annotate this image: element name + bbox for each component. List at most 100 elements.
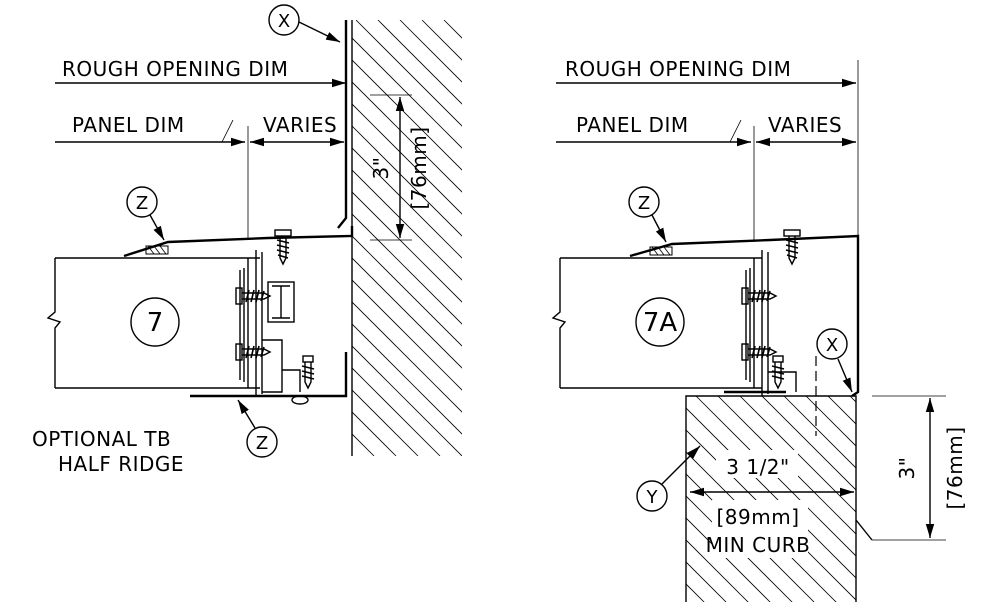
hatch-line: [739, 396, 856, 513]
hatch-line: [717, 396, 856, 535]
right-dim-imperial: 3": [895, 457, 919, 480]
hatch-line: [686, 495, 793, 602]
left-panel-break: [46, 258, 62, 388]
right-tag-y-leader: [661, 445, 701, 485]
hatch-line: [686, 451, 837, 602]
hatch-line: [686, 473, 815, 602]
right-extrusion-web: [761, 250, 769, 396]
left-detail: X ROUGH OPENING DIM PANEL DIM VARIES 3" …: [32, 4, 462, 476]
right-curb-dim-mask: [716, 450, 798, 478]
left-tag-x: X: [278, 11, 290, 32]
screw: [274, 229, 292, 266]
left-tag-z-top-leader: [149, 214, 165, 241]
hatch-line: [686, 539, 749, 602]
hatch-line: [352, 301, 462, 413]
left-base-flashing: [190, 352, 348, 398]
right-lower-extrusion: [768, 371, 797, 392]
right-curb-hatch: [686, 396, 856, 602]
left-panel-tag-circle: [130, 297, 180, 347]
hatch-line: [805, 396, 856, 447]
hatch-line: [377, 20, 462, 105]
right-curb-metric: [89mm]: [716, 505, 799, 529]
hatch-line: [355, 20, 462, 127]
left-tick: [221, 119, 234, 143]
right-tick: [729, 119, 742, 143]
left-lower-leg: [282, 369, 301, 392]
right-curb-note-mask: [712, 500, 808, 558]
right-detail: ROUGH OPENING DIM PANEL DIM VARIES Z 7A: [551, 57, 967, 602]
left-panel-dim-label: PANEL DIM: [72, 113, 185, 137]
hatch-line: [352, 37, 462, 149]
hatch-line: [352, 191, 462, 303]
right-curb-note: MIN CURB: [706, 533, 811, 557]
left-tb-profile-inner: [272, 285, 290, 319]
left-cap-flashing: [123, 226, 354, 258]
right-tag-y-circle: [636, 480, 668, 512]
hatch-line: [352, 169, 462, 281]
screw: [235, 287, 272, 305]
screw: [771, 355, 785, 390]
screw: [301, 355, 315, 390]
screw: [741, 343, 778, 361]
screw: [235, 343, 272, 361]
screw: [741, 287, 778, 305]
left-sealant: [145, 245, 169, 255]
left-note-line1: OPTIONAL TB: [32, 427, 171, 451]
left-wall-flashing: [337, 20, 348, 229]
hatch-line: [352, 367, 441, 456]
hatch-line: [695, 396, 856, 557]
left-tag-z-bottom: Z: [256, 433, 268, 454]
left-dim-metric: [76mm]: [407, 126, 431, 209]
right-panel-break: [551, 258, 567, 388]
hatch-line: [352, 147, 462, 259]
hatch-line: [352, 103, 462, 215]
hatch-line: [686, 407, 856, 579]
left-tag-z-top: Z: [136, 193, 148, 214]
right-tag-x: X: [826, 335, 838, 356]
hatch-line: [352, 279, 462, 391]
right-tag-x-circle: [816, 328, 848, 360]
left-tag-x-circle: [268, 4, 300, 36]
hatch-line: [849, 396, 856, 403]
left-rough-opening-label: ROUGH OPENING DIM: [62, 57, 288, 81]
screw: [783, 229, 801, 266]
hatch-line: [352, 235, 462, 347]
right-panel-tag-circle: [635, 297, 685, 347]
hatch-line: [399, 20, 462, 83]
left-screws: [235, 229, 315, 390]
left-tb-profile: [267, 281, 295, 323]
left-tag-z-bottom-circle: [246, 426, 278, 458]
left-tag-z-bottom-leader: [237, 399, 256, 429]
hatch-line: [761, 396, 856, 491]
hatch-line: [686, 429, 856, 601]
right-rough-opening-label: ROUGH OPENING DIM: [565, 57, 791, 81]
right-curb-imperial: 3 1/2": [726, 455, 789, 479]
hatch-line: [783, 396, 856, 469]
right-tag-x-leader: [837, 358, 853, 393]
hatch-line: [352, 59, 462, 171]
left-extrusion-web: [255, 250, 263, 396]
hatch-line: [352, 257, 462, 369]
left-note-line2: HALF RIDGE: [58, 452, 184, 476]
hatch-line: [352, 213, 462, 325]
hatch-line: [352, 323, 462, 435]
left-varies-label: VARIES: [263, 113, 337, 137]
hatch-line: [686, 583, 705, 602]
right-curb-drip: [855, 519, 873, 541]
right-dim-metric: [76mm]: [943, 426, 967, 509]
right-panel-tag: 7A: [643, 308, 678, 338]
right-cap-flashing: [629, 234, 860, 397]
left-lower-extrusion: [262, 339, 283, 393]
hatch-line: [352, 411, 397, 456]
right-gasket: [745, 268, 751, 382]
right-tag-z-top-leader: [651, 214, 667, 243]
right-sealant: [649, 246, 673, 256]
hatch-line: [686, 561, 727, 602]
left-wall-hatch: [352, 20, 462, 456]
left-tag-z-top-circle: [126, 186, 158, 218]
hatch-line: [352, 345, 462, 456]
left-gasket: [239, 268, 245, 382]
right-sealant-pattern: [651, 246, 671, 256]
hatch-line: [686, 517, 771, 602]
